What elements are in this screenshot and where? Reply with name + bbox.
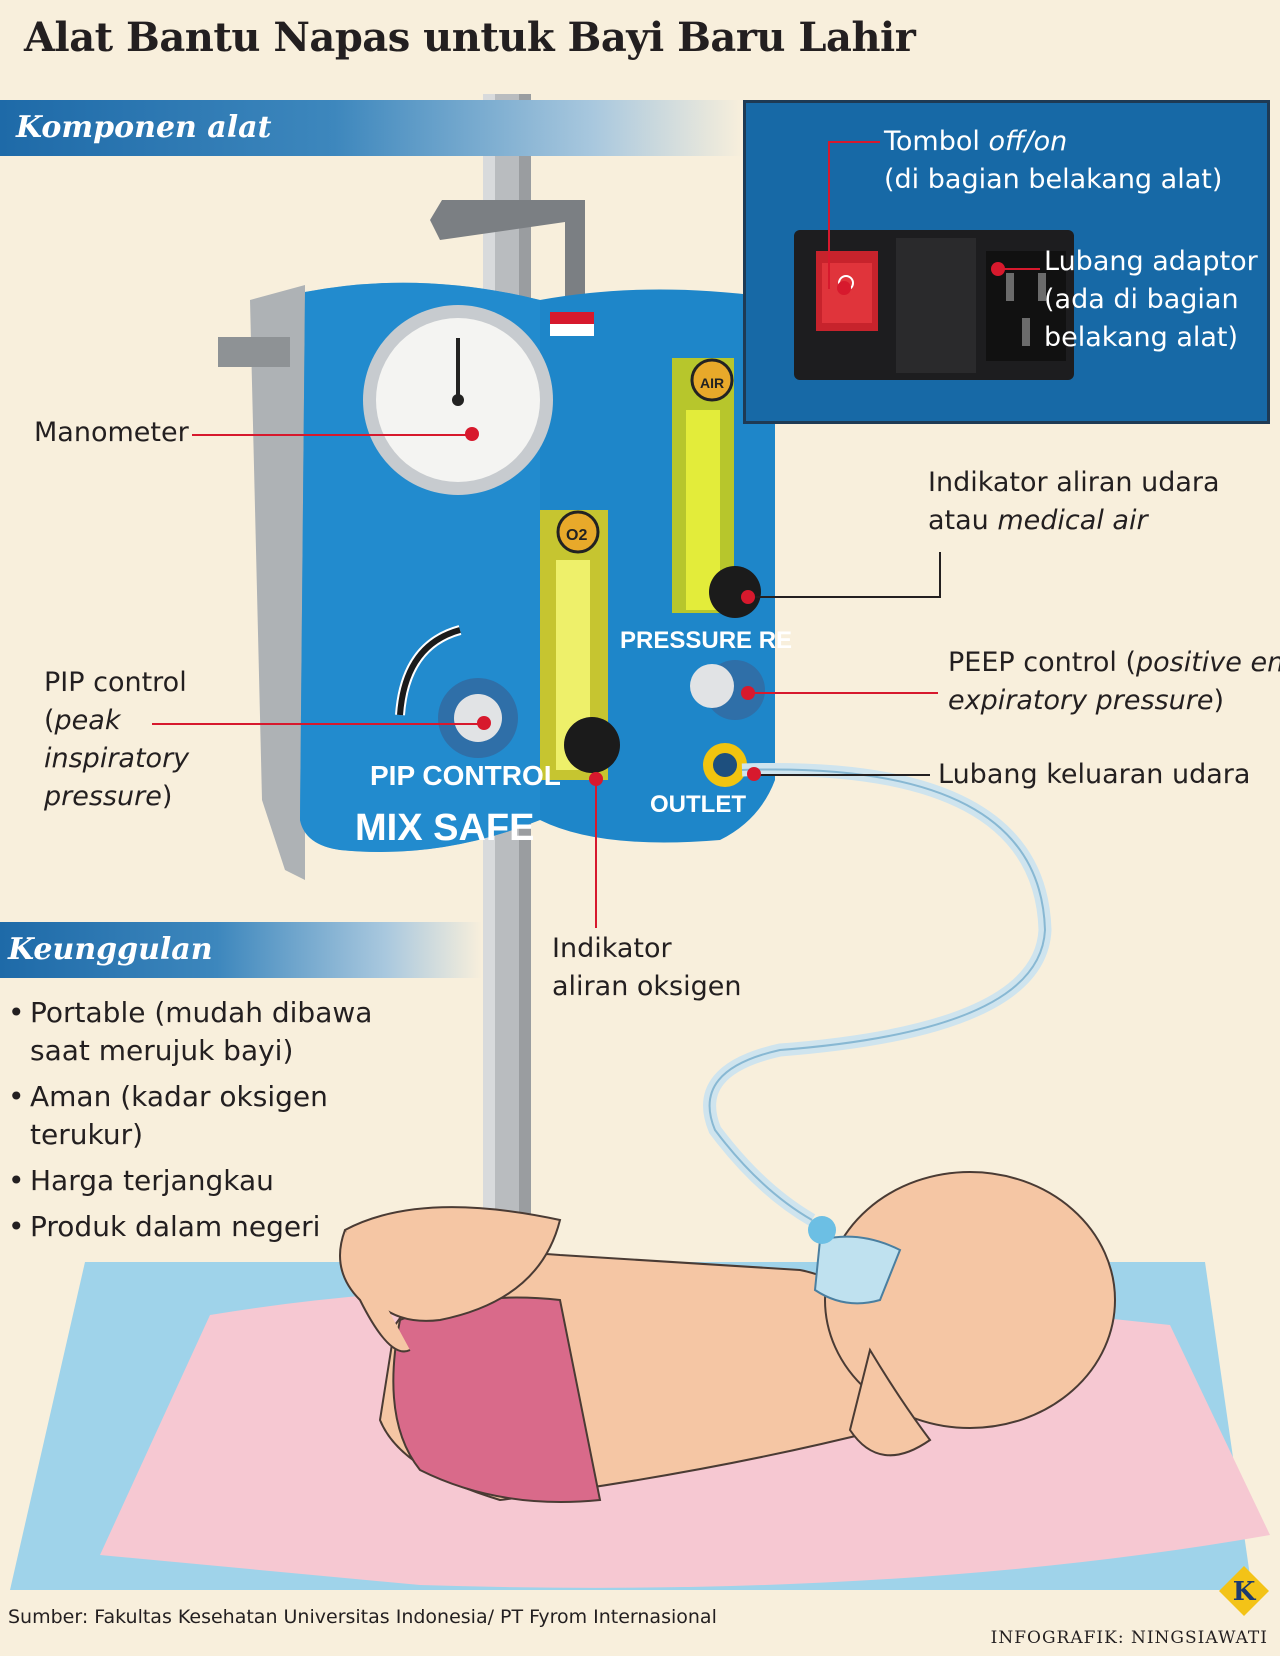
outlet-callout: Lubang keluaran udara: [938, 759, 1251, 790]
device-label-outlet: OUTLET: [650, 791, 746, 818]
advantages-list: Portable (mudah dibawa saat merujuk bayi…: [8, 994, 428, 1254]
advantages-header: Keunggulan: [0, 922, 482, 978]
oxygen-dot: [589, 772, 603, 786]
components-label: Komponen alat: [16, 110, 272, 145]
switch-callout: Tombol off/on (di bagian belakang alat): [884, 126, 1223, 195]
credit-note: INFOGRAFIK: NINGSIAWATI: [990, 1628, 1268, 1648]
components-header: Komponen alat: [0, 100, 743, 156]
source-note: Sumber: Fakultas Kesehatan Universitas I…: [8, 1606, 717, 1628]
adaptor-leader: [998, 268, 1040, 270]
device-label-o2: O2: [566, 527, 587, 544]
advantage-item: Portable (mudah dibawa saat merujuk bayi…: [8, 994, 428, 1070]
pip-leader: [152, 723, 482, 725]
switch-dot: [837, 281, 851, 295]
pip-callout: PIP control (peak inspiratory pressure): [44, 667, 190, 812]
oxygen-mask: [813, 1235, 902, 1305]
device-label-pip: PIP CONTROL: [370, 760, 561, 791]
air-leader-h: [748, 596, 941, 598]
air-indicator-callout: Indikator aliran udara atau medical air: [928, 467, 1220, 536]
peep-dot: [741, 686, 755, 700]
manometer-leader: [192, 434, 470, 436]
advantages-label: Keunggulan: [8, 932, 213, 967]
oxygen-leader: [595, 780, 597, 928]
logo-letter: K: [1233, 1577, 1257, 1607]
title-bar: Alat Bantu Napas untuk Bayi Baru Lahir: [0, 0, 1280, 94]
adaptor-callout: Lubang adaptor (ada di bagian belakang a…: [1044, 246, 1258, 353]
publisher-logo: K: [1219, 1566, 1269, 1616]
switch-leader-h: [828, 141, 880, 143]
manometer-callout: Manometer: [34, 417, 189, 448]
device-label-air: AIR: [700, 375, 724, 391]
oxygen-callout: Indikator aliran oksigen: [552, 933, 742, 1002]
device-label-pressure: PRESSURE RE: [620, 627, 792, 654]
peep-callout: PEEP control (positive end expiratory pr…: [948, 647, 1280, 716]
page-title: Alat Bantu Napas untuk Bayi Baru Lahir: [24, 14, 916, 61]
o2-knob: [564, 717, 620, 773]
switch-leader-v: [828, 141, 830, 289]
air-indicator-dot: [741, 590, 755, 604]
air-knob: [709, 566, 761, 618]
manometer-dot: [465, 427, 479, 441]
pip-dot: [477, 716, 491, 730]
air-leader-v: [939, 552, 941, 598]
outlet-dot: [747, 767, 761, 781]
device-label-brand: MIX SAFE: [355, 807, 534, 849]
advantage-item: Harga terjangkau: [8, 1162, 428, 1200]
peep-leader: [748, 692, 938, 694]
rear-panel-inset: Tombol off/on (di bagian belakang alat) …: [743, 100, 1270, 424]
outlet-leader: [755, 774, 930, 776]
advantage-item: Aman (kadar oksigen terukur): [8, 1078, 428, 1154]
breathing-tube: [703, 762, 1052, 1226]
advantage-item: Produk dalam negeri: [8, 1208, 428, 1246]
baby: [339, 1171, 1116, 1503]
